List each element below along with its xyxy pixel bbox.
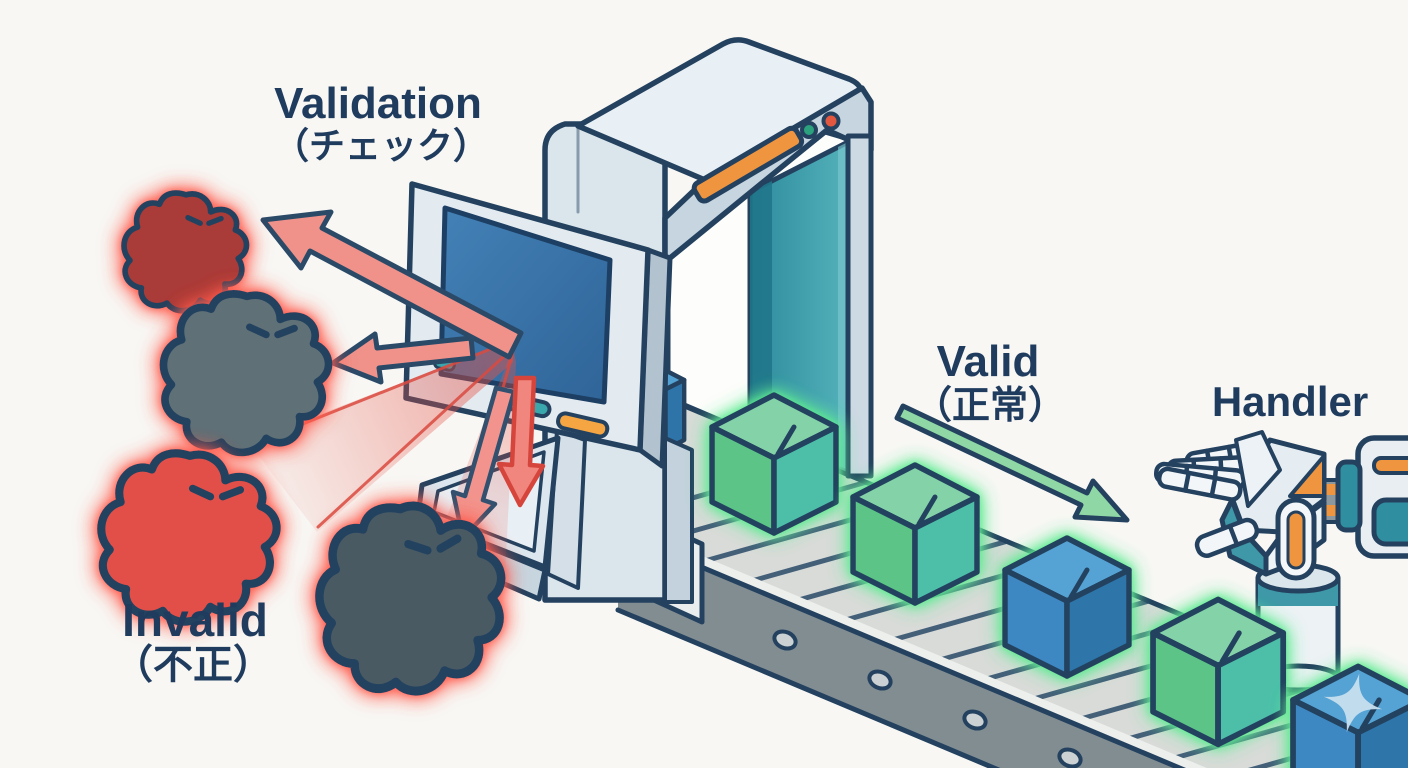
rejection-arrows bbox=[248, 209, 546, 575]
valid-label-ja: （正常） bbox=[914, 385, 1066, 427]
gate-lamp-bar bbox=[691, 125, 805, 204]
reject-arrow-left bbox=[330, 331, 476, 385]
valid-box-2 bbox=[853, 465, 977, 603]
monitor-orange-slot bbox=[556, 411, 610, 439]
sparkle-icon bbox=[1323, 673, 1383, 733]
robot-thumb bbox=[1194, 517, 1260, 558]
robot-fingers bbox=[1153, 430, 1282, 558]
handler-label: Handler bbox=[1212, 378, 1368, 425]
invalid-label-ja: （不正） bbox=[113, 643, 273, 687]
valid-boxes bbox=[712, 395, 1408, 768]
valid-box-1 bbox=[712, 395, 836, 533]
valid-flow-arrow bbox=[894, 403, 1130, 523]
robot-knuckle-plate bbox=[1234, 430, 1282, 508]
labels: Validation （チェック） Invalid （不正） Valid （正常… bbox=[113, 79, 1368, 687]
reject-arrow-down-1 bbox=[450, 385, 517, 541]
indicator-light-red bbox=[821, 111, 841, 131]
valid-box-4 bbox=[1153, 599, 1283, 744]
valid-label: Valid bbox=[937, 337, 1040, 386]
valid-box-3 bbox=[1005, 538, 1129, 676]
gate-right-pillar bbox=[845, 133, 874, 479]
reject-arrow-down-2 bbox=[496, 375, 546, 508]
validation-label: Validation bbox=[274, 79, 482, 128]
reject-arrow-up-left bbox=[260, 209, 524, 360]
robot-handler bbox=[1153, 430, 1408, 693]
invalid-label: Invalid bbox=[122, 594, 268, 646]
validation-label-ja: （チェック） bbox=[273, 125, 489, 166]
reject-beam bbox=[248, 340, 513, 532]
indicator-light-green bbox=[800, 121, 818, 139]
gate-pillar-side bbox=[663, 436, 694, 604]
